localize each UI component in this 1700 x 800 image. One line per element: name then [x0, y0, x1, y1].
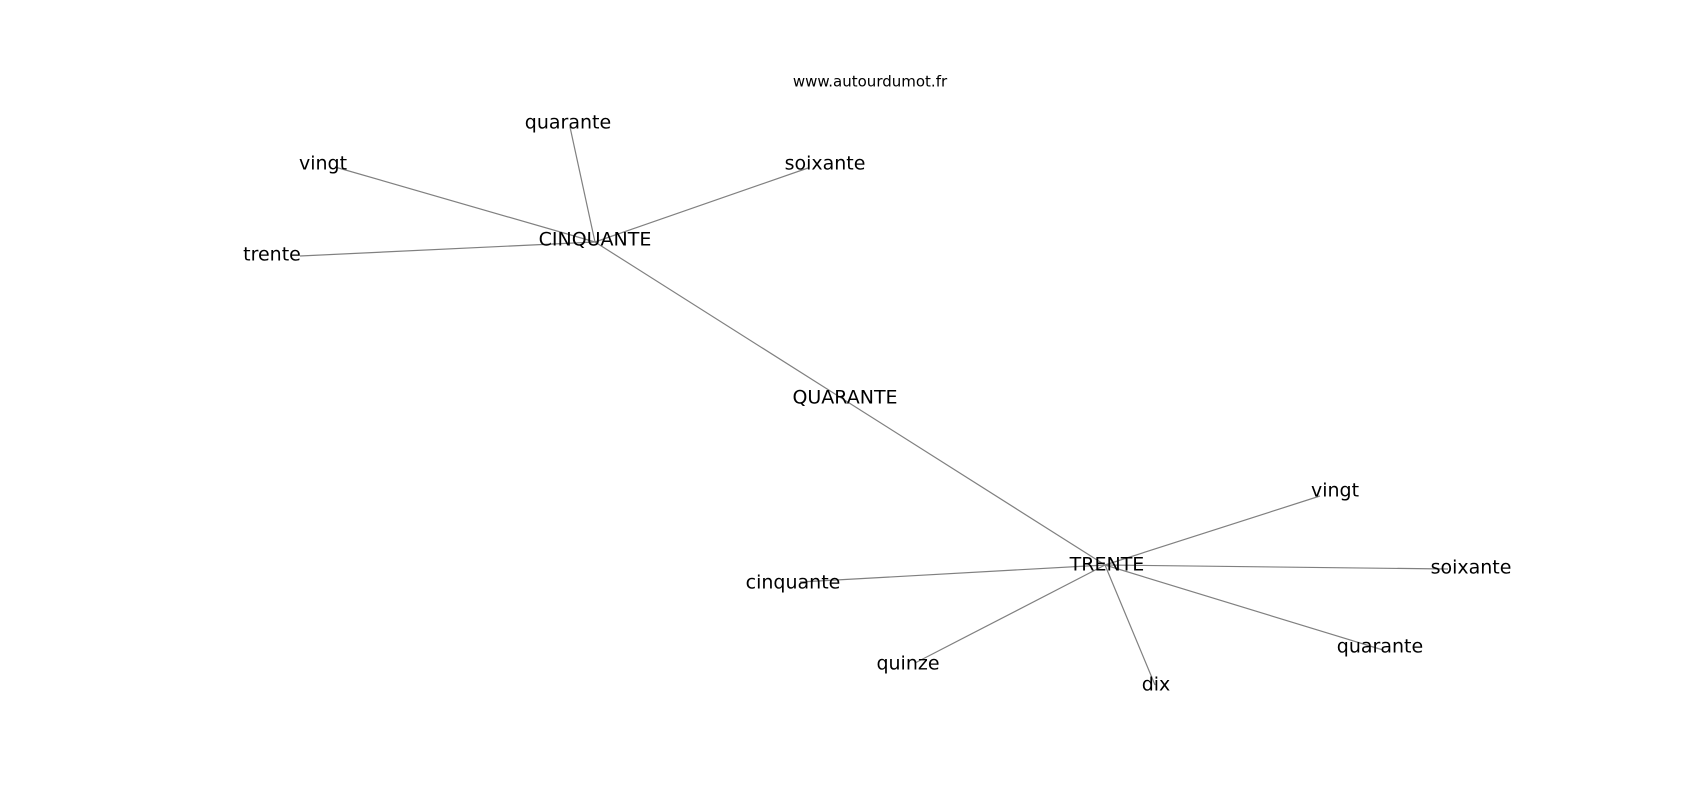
- node-c-quarante[interactable]: quarante: [525, 112, 611, 134]
- edge-trente_hub-t_soixante: [1104, 564, 1449, 570]
- node-t-vingt[interactable]: vingt: [1311, 480, 1359, 502]
- node-c-soixante[interactable]: soixante: [785, 153, 866, 175]
- node-c-trente[interactable]: trente: [243, 244, 301, 266]
- edge-cinquante_hub-c_soixante: [594, 167, 809, 243]
- edge-cinquante_hub-trente_hub: [594, 241, 1106, 566]
- edge-trente_hub-t_quarante: [1104, 564, 1384, 651]
- site-watermark: www.autourdumot.fr: [793, 73, 948, 91]
- node-quarante-center[interactable]: QUARANTE: [792, 387, 897, 409]
- graph-node-labels: QUARANTE CINQUANTE TRENTE quarante vingt soix…: [243, 112, 1511, 696]
- edge-trente_hub-t_quinze: [914, 564, 1106, 664]
- edge-trente_hub-t_dix: [1104, 564, 1156, 686]
- node-t-soixante[interactable]: soixante: [1431, 557, 1512, 579]
- node-t-quarante[interactable]: quarante: [1337, 636, 1423, 658]
- edge-trente_hub-t_cinquante: [799, 564, 1106, 583]
- node-t-quinze[interactable]: quinze: [876, 653, 939, 675]
- node-trente-hub[interactable]: TRENTE: [1069, 554, 1145, 576]
- node-t-dix[interactable]: dix: [1142, 674, 1171, 696]
- node-c-vingt[interactable]: vingt: [299, 153, 347, 175]
- graph-edges: [299, 126, 1449, 686]
- node-cinquante-hub[interactable]: CINQUANTE: [539, 229, 652, 251]
- edge-trente_hub-t_vingt: [1104, 495, 1321, 566]
- edge-cinquante_hub-c_trente: [299, 241, 596, 257]
- edge-cinquante_hub-c_quarante: [569, 126, 596, 243]
- edge-cinquante_hub-c_vingt: [334, 166, 596, 243]
- node-t-cinquante[interactable]: cinquante: [746, 572, 841, 594]
